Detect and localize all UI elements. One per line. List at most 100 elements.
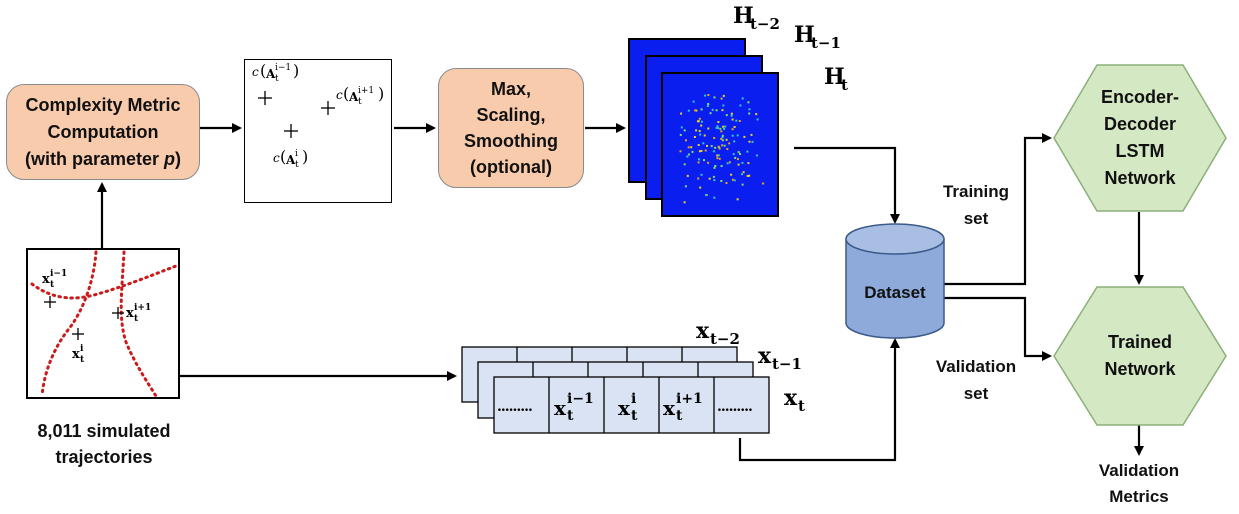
svg-text:(: ( xyxy=(260,61,266,80)
arrow-dataset-to-trained xyxy=(944,296,1052,361)
heatmap-speckle xyxy=(746,150,749,153)
heatmap-speckle xyxy=(748,140,751,143)
heatmap-speckle xyxy=(683,163,686,166)
heatmap-speckle xyxy=(732,153,735,156)
heatmap-speckle xyxy=(722,125,725,128)
heatmap-speckle xyxy=(728,142,731,145)
sequence-dots-right: ......... xyxy=(717,399,752,415)
heatmap-speckle xyxy=(720,165,723,167)
heatmap-speckle xyxy=(720,137,723,140)
encoder-line4: Network xyxy=(1104,168,1176,188)
metric-sub-2: t xyxy=(358,97,362,107)
heatmap-speckle xyxy=(687,109,690,112)
metric-box xyxy=(244,59,392,203)
heatmap-speckle xyxy=(718,146,721,149)
traj-sub-1: t xyxy=(50,280,55,290)
heatmap-speckle xyxy=(716,154,719,157)
heatmap-speckle xyxy=(728,161,731,164)
heatmap-speckle xyxy=(718,157,721,160)
heatmap-speckle xyxy=(721,144,724,147)
heatmap-speckle xyxy=(687,153,690,156)
heatmap-speckle xyxy=(685,139,687,142)
heatmap-speckle xyxy=(733,126,736,128)
sequence-cell-3-x: x xyxy=(663,396,676,420)
heatmap-speckle xyxy=(720,180,723,182)
heatmap-speckle xyxy=(698,130,701,132)
heatmap-speckle xyxy=(706,144,708,147)
heatmap-speckle xyxy=(731,128,734,131)
traj-sup-2: i+1 xyxy=(134,303,151,313)
heatmap-speckle xyxy=(716,157,719,160)
trajectories-line1: 8,011 simulated xyxy=(37,421,171,441)
processing-line2: Scaling, xyxy=(476,105,546,125)
validation-line2: set xyxy=(963,384,989,403)
encoder-line2: Decoder xyxy=(1103,114,1177,134)
processing-line3: Smoothing xyxy=(464,131,558,151)
heatmap-speckle xyxy=(697,177,700,180)
heatmap-speckle xyxy=(725,182,728,184)
heatmap-sub-2: t−1 xyxy=(811,34,841,52)
heatmap-speckle xyxy=(698,150,701,153)
heatmap-speckle xyxy=(755,113,758,116)
heatmap-speckle xyxy=(755,154,758,157)
heatmap-speckle xyxy=(717,154,720,157)
heatmap-sub-1: t−2 xyxy=(750,15,780,33)
complexity-metric-node: Complexity Metric Computation (with para… xyxy=(6,84,200,180)
traj-x-3: x xyxy=(72,347,80,362)
trajectories-label: 8,011 simulated trajectories xyxy=(6,418,202,470)
sequence-cell-1-sub: t xyxy=(567,408,574,424)
heatmap-speckle xyxy=(735,119,738,122)
traj-sup-1: i−1 xyxy=(50,269,67,279)
heatmap-speckle xyxy=(683,129,686,132)
metric-sub-3: t xyxy=(295,160,299,170)
complexity-line3-wrap: (with parameter p) xyxy=(25,146,181,173)
heatmap-speckle xyxy=(736,198,739,201)
heatmap-speckle xyxy=(720,130,723,133)
encoder-label: Encoder- Decoder LSTM Network xyxy=(1053,84,1227,192)
heatmap-labels: H t−2 H t−1 H t xyxy=(733,3,848,94)
sequence-cell-2-sup: i xyxy=(631,391,636,407)
complexity-param: p xyxy=(164,148,176,169)
heatmap-speckle xyxy=(717,127,719,130)
heatmap-speckle xyxy=(679,133,682,136)
heatmap-speckle xyxy=(694,109,697,112)
heatmap-speckle xyxy=(702,142,705,145)
heatmap-speckle xyxy=(751,140,754,143)
svg-text:): ) xyxy=(378,84,384,103)
traj-sub-3: t xyxy=(80,355,85,365)
encoder-hexagon xyxy=(1053,64,1227,212)
encoder-line1: Encoder- xyxy=(1100,87,1179,107)
heatmap-speckle xyxy=(713,196,716,199)
heatmap-speckle xyxy=(697,120,700,123)
trained-hexagon xyxy=(1053,286,1227,426)
heatmap-speckle xyxy=(686,155,689,158)
sequence-labels: x t−2 x t−1 x t xyxy=(696,318,805,415)
sequence-dots-left: ......... xyxy=(497,399,532,415)
sequence-cell-1-x: x xyxy=(554,396,567,420)
heatmap-speckle xyxy=(731,178,734,181)
heatmap-speckle xyxy=(741,97,744,100)
heatmap-speckle xyxy=(726,148,729,150)
training-line1: Training xyxy=(942,182,1010,201)
heatmap-speckle xyxy=(715,109,718,112)
training-line2: set xyxy=(963,209,989,228)
processing-line1: Max, xyxy=(490,79,532,99)
metric-sup-1: i−1 xyxy=(275,63,291,73)
heatmap-speckle xyxy=(748,174,751,177)
heatmap-speckle xyxy=(716,125,719,128)
heatmap-speckle xyxy=(699,133,702,136)
heatmap-speckle xyxy=(733,140,736,143)
heatmap-speckle xyxy=(706,105,709,107)
arrow-sequence-to-dataset xyxy=(738,338,900,462)
heatmap-speckle xyxy=(697,161,700,164)
processing-node: Max, Scaling, Smoothing (optional) xyxy=(438,68,584,188)
heatmap-speckle xyxy=(736,134,739,137)
heatmap-speckle xyxy=(700,173,703,176)
sequence-sub-2: t−1 xyxy=(772,355,802,373)
heatmap-speckle xyxy=(743,135,746,138)
heatmap-speckle xyxy=(730,114,733,117)
heatmap-speckle xyxy=(741,173,743,176)
heatmap-speckle xyxy=(725,114,728,117)
metric-sup-2: i+1 xyxy=(358,86,374,96)
